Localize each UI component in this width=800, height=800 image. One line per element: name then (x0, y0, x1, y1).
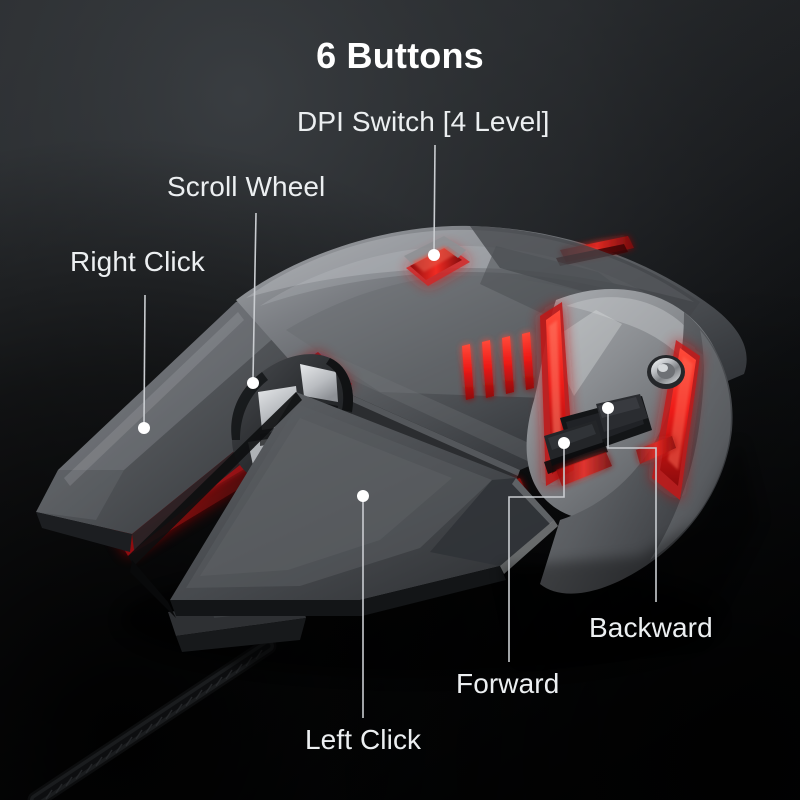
leader-line-forward (508, 447, 565, 662)
chrome-side-button[interactable] (647, 355, 685, 389)
leader-line-dpi-switch (433, 144, 436, 253)
leader-line-right-click (143, 294, 146, 425)
callout-label-backward: Backward (589, 612, 713, 643)
left-click-button-panel[interactable] (170, 392, 558, 616)
leader-dot-right-click (138, 422, 150, 434)
leader-dot-dpi-switch (428, 249, 440, 261)
braided-cable (27, 637, 277, 800)
side-stripe-led (652, 340, 700, 500)
side-vent-leds (462, 332, 534, 400)
leader-dot-scroll-wheel (247, 377, 259, 389)
leader-line-backward (607, 412, 657, 602)
thumb-buttons[interactable] (544, 394, 652, 474)
callout-label-left-click: Left Click (305, 724, 422, 755)
page-title: 6 Buttons (316, 35, 484, 76)
leader-dot-left-click (357, 490, 369, 502)
callout-label-dpi-switch: DPI Switch [4 Level] (297, 106, 550, 137)
callout-label-right-click: Right Click (70, 246, 205, 277)
body-seam (128, 392, 302, 618)
lower-right-shadow (500, 440, 760, 660)
callout-label-forward: Forward (456, 668, 560, 699)
leader-line-scroll-wheel (252, 212, 257, 380)
callout-label-scroll-wheel: Scroll Wheel (167, 171, 326, 202)
leader-dot-backward (602, 402, 614, 414)
leader-dot-forward (558, 437, 570, 449)
